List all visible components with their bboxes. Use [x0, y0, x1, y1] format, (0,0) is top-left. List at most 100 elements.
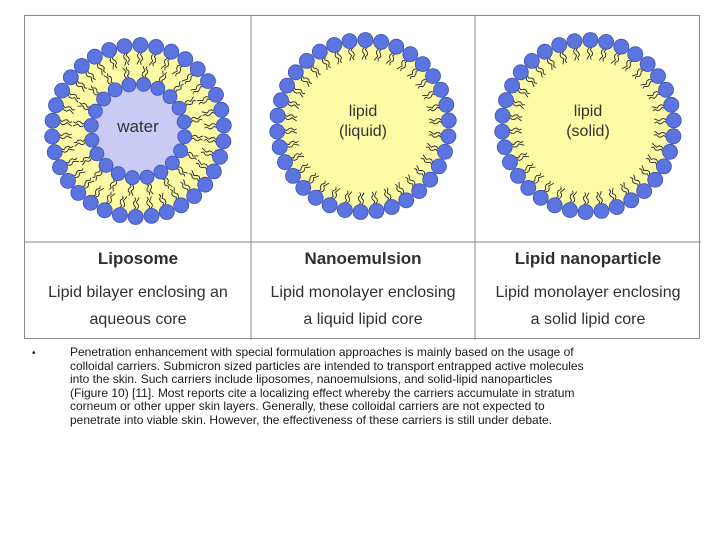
nanoemulsion-lipid-head [425, 68, 441, 84]
nanoparticle-lipid-head [647, 171, 664, 188]
nanoparticle-lipid-head [562, 202, 578, 219]
nanoemulsion-lipid-head [430, 158, 447, 175]
liposome-inner-lipid-head [83, 118, 99, 133]
liposome-outer-lipid-head [101, 42, 118, 58]
liposome-outer-lipid-head [200, 73, 216, 89]
nanoemulsion-lipid-head [295, 179, 312, 196]
lipid-nanoparticle-particle [494, 32, 682, 220]
nanoparticle-core [500, 38, 676, 214]
nanoemulsion-lipid-head [271, 139, 288, 156]
liposome-outer-lipid-head [158, 204, 175, 220]
nanoparticle-lipid-head [665, 128, 682, 145]
nanoparticle-description-line2: a solid lipid core [530, 311, 646, 328]
nanoparticle-lipid-head [551, 37, 568, 53]
nanoemulsion-lipid-head [352, 204, 369, 220]
liposome-inner-lipid-head [176, 114, 192, 130]
liposome-outer-lipid-head [148, 38, 165, 55]
liposome-outer-lipid-head [143, 207, 160, 224]
liposome-inner-lipid-head [173, 143, 189, 159]
nanoparticle-lipid-head [665, 112, 682, 129]
nanoemulsion-lipid-head [277, 154, 293, 171]
nanoparticle-lipid-head [608, 199, 625, 215]
liposome-outer-lipid-head [112, 207, 128, 224]
liposome-title: Liposome [97, 249, 179, 268]
figure-grid: water lipid (liquid) lipid (solid) [25, 16, 701, 340]
liposome-outer-lipid-head [208, 86, 224, 103]
liposome-outer-lipid-head [48, 97, 64, 114]
liposome-inner-lipid-head [125, 170, 140, 186]
liposome-inner-lipid-head [162, 89, 178, 104]
liposome-inner-lipid-head [84, 132, 100, 148]
nanoparticle-lipid-head [663, 96, 680, 113]
nanoemulsion-lipid-head [279, 77, 296, 94]
nanoemulsion-lipid-head [307, 189, 324, 206]
nanoemulsion-lipid-head [326, 37, 343, 53]
nanoparticle-lipid-head [546, 197, 563, 214]
nanoemulsion-lipid-head [440, 112, 457, 129]
lipid-nanoparticle-title: Lipid nanoparticle [514, 249, 662, 268]
nanoparticle-description-line1: Lipid monolayer enclosing [495, 284, 681, 301]
nanoemulsion-lipid-head [388, 38, 405, 55]
nanoemulsion-lipid-head [311, 43, 328, 60]
nanoemulsion-lipid-head [269, 123, 286, 140]
nanoemulsion-lipid-head [398, 192, 415, 209]
liposome-outer-lipid-head [127, 209, 144, 225]
liposome-outer-lipid-head [116, 38, 133, 55]
liposome-outer-lipid-head [44, 128, 61, 145]
nanoemulsion-title: Nanoemulsion [304, 249, 422, 268]
nanoparticle-lipid-head [639, 56, 656, 72]
liposome-outer-lipid-head [205, 163, 222, 180]
nanoemulsion-core-label-line2: (liquid) [339, 123, 387, 140]
nanoemulsion-lipid-head [440, 128, 457, 145]
liposome-inner-lipid-head [164, 155, 180, 171]
nanoemulsion-lipid-head [285, 167, 301, 184]
nanoparticle-lipid-head [496, 139, 513, 156]
nanoemulsion-lipid-head [357, 32, 374, 48]
nanoparticle-lipid-head [577, 204, 594, 220]
liposome-inner-lipid-head [136, 76, 151, 92]
body-line-4: (Figure 10) [11]. Most reports cite a lo… [70, 385, 575, 400]
liposome-inner-lipid-head [89, 146, 105, 162]
liposome-outer-lipid-head [52, 159, 68, 176]
nanoemulsion-lipid-head [273, 92, 289, 109]
liposome-outer-lipid-head [73, 58, 90, 74]
nanoemulsion-lipid-head [437, 143, 453, 160]
body-paragraph: Penetration enhancement with special for… [70, 345, 682, 428]
liposome-inner-lipid-head [107, 82, 123, 98]
nanoparticle-lipid-head [623, 192, 640, 209]
nanoemulsion-lipid-head [438, 96, 455, 113]
liposome-description-line1: Lipid bilayer enclosing an [48, 284, 228, 301]
liposome-outer-lipid-head [44, 112, 61, 129]
nanoparticle-lipid-head [536, 43, 553, 60]
liposome-outer-lipid-head [82, 194, 99, 211]
body-line-5: corneum or other upper skin layers. Gene… [70, 399, 545, 414]
liposome-outer-lipid-head [54, 82, 70, 99]
liposome-outer-lipid-head [132, 37, 149, 53]
nanoparticle-lipid-head [512, 64, 529, 81]
nanoemulsion-lipid-head [383, 199, 400, 215]
liposome-inner-lipid-head [139, 169, 155, 185]
nanoparticle-lipid-head [627, 46, 644, 63]
body-line-1: Penetration enhancement with special for… [70, 345, 574, 359]
nanoemulsion-lipid-head [269, 107, 286, 124]
liposome-outer-lipid-head [197, 176, 214, 193]
nanoparticle-lipid-head [566, 33, 583, 50]
nanoparticle-lipid-head [582, 32, 599, 48]
liposome-outer-lipid-head [60, 172, 76, 189]
nanoparticle-lipid-head [613, 38, 630, 55]
liposome-inner-lipid-head [110, 166, 126, 182]
liposome-particle [44, 37, 232, 225]
body-line-2: colloidal carriers. Submicron sized part… [70, 358, 584, 373]
nanoemulsion-lipid-head [411, 183, 428, 200]
nanoparticle-lipid-head [520, 179, 537, 196]
nanoparticle-lipid-head [593, 202, 610, 219]
nanoparticle-lipid-head [650, 68, 666, 84]
nanoemulsion-lipid-head [341, 33, 358, 50]
nanoemulsion-lipid-head [433, 81, 449, 98]
nanoparticle-lipid-head [498, 92, 514, 109]
nanoparticle-lipid-head [656, 158, 672, 175]
nanoparticle-lipid-head [494, 107, 511, 124]
liposome-outer-lipid-head [173, 197, 190, 214]
liposome-water-core [94, 87, 182, 175]
nanoparticle-core-label-line2: (solid) [566, 123, 610, 140]
